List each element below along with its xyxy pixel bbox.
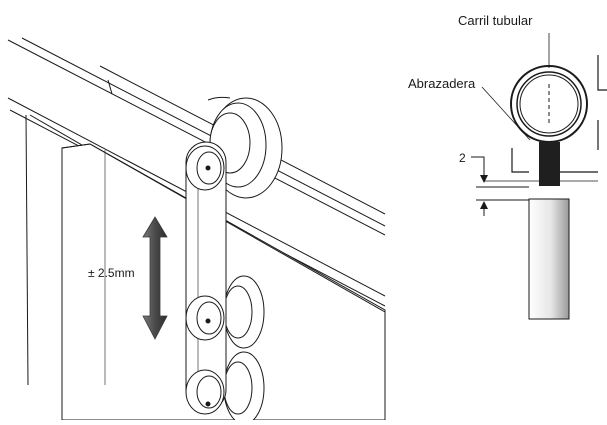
perspective-illustration	[7, 37, 386, 425]
cross-section-detail	[471, 33, 607, 320]
abrazadera-leader	[481, 86, 531, 141]
door-section	[528, 198, 570, 320]
vertical-bracket	[185, 141, 227, 411]
abrazadera-label: Abrazadera	[408, 76, 476, 91]
adjust-label: ± 2.5mm	[88, 266, 135, 280]
gap-label: 2	[459, 151, 466, 165]
dimension-arrows-icon	[471, 156, 529, 216]
double-arrow-vertical-icon	[142, 216, 168, 340]
bolt-middle	[185, 295, 225, 341]
clamp-outline	[483, 55, 607, 182]
bolt-top	[185, 145, 225, 191]
tubular-rail	[510, 65, 588, 143]
carril-label: Carril tubular	[458, 13, 533, 28]
lower-rollers	[223, 275, 265, 425]
bolt-bottom	[185, 369, 225, 415]
clamp-block	[539, 142, 560, 186]
bolt-heads	[185, 145, 225, 415]
